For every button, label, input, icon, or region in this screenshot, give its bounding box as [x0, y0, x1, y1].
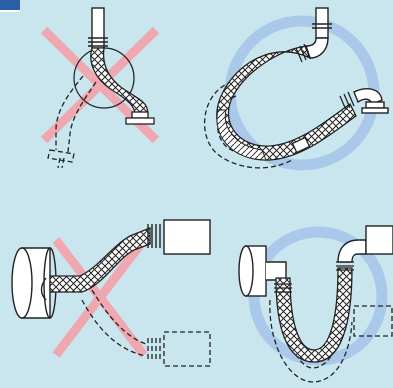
- panel-top-right: [203, 7, 389, 171]
- vertical-pipe-elbow: [305, 7, 332, 59]
- bottom-nozzle-fitting: [291, 136, 311, 154]
- braided-u-hose: [216, 45, 357, 161]
- panel-bottom-right: [238, 225, 393, 383]
- right-elbow-box: [337, 225, 393, 263]
- panel-bottom-left: [11, 219, 211, 367]
- corner-tag: [0, 0, 20, 12]
- hose-hatched-section: [216, 109, 267, 161]
- dashed-straight-hose: [81, 289, 211, 367]
- braided-u-hose-2: [275, 267, 353, 363]
- end-fitting: [125, 111, 155, 125]
- right-connector-box: [147, 219, 211, 255]
- main-cylinder: [11, 247, 57, 319]
- vertical-pipe: [88, 7, 108, 49]
- right-end-fitting: [353, 88, 389, 114]
- panel-top-left: [40, 7, 160, 169]
- braided-hose-2: [49, 227, 151, 293]
- dashed-bent-hose: [47, 75, 97, 169]
- wrong-cross-marker-2: [52, 237, 148, 358]
- hose-collar-rings: [295, 43, 355, 111]
